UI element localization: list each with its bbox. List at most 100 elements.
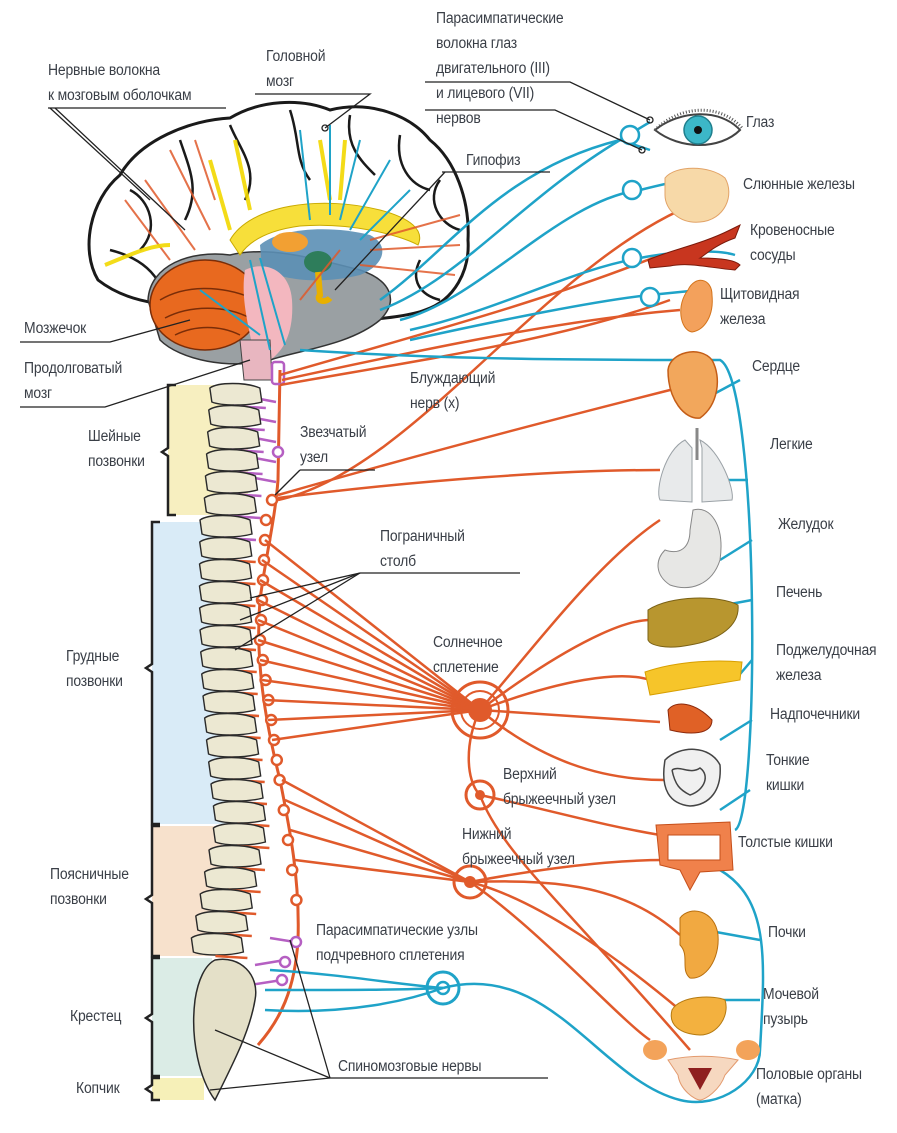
vertebra: [202, 690, 256, 714]
vertebra: [190, 932, 245, 956]
label-vagus-nerve: Блуждающий нерв (x): [410, 366, 495, 416]
label-border-column: Пограничный столб: [380, 524, 465, 574]
bladder: [670, 996, 727, 1036]
pancreas: [644, 660, 743, 696]
label-inferior-mesenteric-ganglion: Нижний брыжеечный узел: [462, 822, 575, 872]
label-line: Головной: [266, 48, 326, 65]
label-line: Парасимпатические: [436, 10, 564, 27]
chain-ganglion: [290, 893, 303, 907]
label-line: подчревного сплетения: [316, 947, 465, 964]
vertebra: [204, 470, 259, 494]
vertebra: [210, 778, 264, 802]
spine-brackets: [143, 383, 176, 1102]
label-thoracic-vertebrae: Грудные позвонки: [66, 644, 123, 694]
label-line: Щитовидная: [720, 286, 800, 303]
label-eye: Глаз: [746, 114, 775, 131]
label-sacrum: Крестец: [70, 1008, 122, 1025]
leader-dots: [321, 116, 654, 154]
label-line: Солнечное: [433, 634, 503, 651]
label-nerve-fibers-meninges: Нервные волокна к мозговым оболочкам: [48, 58, 192, 108]
vertebra: [206, 426, 261, 450]
label-line: мозг: [266, 73, 294, 90]
vertebra: [195, 910, 249, 934]
label-parasympathetic-eye-fibers: Парасимпатические волокна глаз двигатель…: [436, 6, 564, 131]
liver: [647, 597, 739, 648]
label-line: (матка): [756, 1091, 802, 1108]
vertebra: [208, 844, 262, 868]
small-intestine: [663, 748, 721, 807]
large-intestine: [655, 821, 734, 892]
vertebral-column: [190, 382, 270, 1102]
vertebra: [198, 536, 253, 560]
label-line: нервов: [436, 110, 481, 127]
eye-organ: [653, 108, 744, 146]
label-heart: Сердце: [752, 358, 800, 375]
vertebra: [199, 646, 254, 670]
label-line: Кровеносные: [750, 222, 835, 239]
lungs: [658, 428, 733, 503]
label-line: позвонки: [88, 453, 145, 470]
label-pituitary: Гипофиз: [466, 152, 521, 169]
inferior-mesenteric-node: [452, 864, 488, 900]
label-line: Парасимпатические узлы: [316, 922, 478, 939]
label-line: мозг: [24, 385, 52, 402]
label-line: двигательного (III): [436, 60, 550, 77]
label-large-intestine: Толстые кишки: [738, 834, 833, 851]
sacrum-bracket: [143, 956, 160, 1078]
vertebra: [199, 624, 253, 648]
label-line: брыжеечный узел: [462, 851, 575, 868]
label-line: Половые органы: [756, 1066, 862, 1083]
label-blood-vessels: Кровеносные сосуды: [750, 218, 835, 268]
chain-ganglion: [265, 493, 279, 507]
vertebra: [203, 712, 258, 736]
vertebra: [198, 602, 253, 626]
label-line: узел: [300, 449, 328, 466]
label-adrenals: Надпочечники: [770, 706, 861, 723]
brain: [87, 101, 470, 381]
vertebra: [200, 668, 255, 692]
label-cerebellum: Мозжечок: [24, 320, 87, 337]
label-bladder: Мочевой пузырь: [763, 982, 819, 1032]
label-kidneys: Почки: [768, 924, 806, 941]
salivary-gland: [664, 167, 730, 223]
medulla: [239, 339, 273, 381]
vertebra: [207, 404, 262, 428]
label-thyroid: Щитовидная железа: [720, 282, 800, 332]
label-line: Нижний: [462, 826, 512, 843]
thyroid: [680, 280, 713, 333]
stomach: [657, 508, 722, 589]
vertebra: [205, 734, 260, 758]
label-spinal-nerves: Спиномозговые нервы: [338, 1058, 482, 1075]
parasympathetic-ganglia: [619, 124, 661, 308]
label-line: Верхний: [503, 766, 557, 783]
label-lungs: Легкие: [770, 436, 813, 453]
cervical-bracket: [159, 383, 176, 517]
label-line: Поясничные: [50, 866, 129, 883]
label-line: столб: [380, 553, 416, 570]
label-line: Пограничный: [380, 528, 465, 545]
organs: [643, 108, 760, 1101]
lumbar-bracket: [143, 824, 160, 958]
vertebra: [209, 382, 263, 406]
label-line: пузырь: [763, 1011, 808, 1028]
adrenals: [667, 703, 713, 734]
label-brain: Головной мозг: [266, 44, 326, 94]
label-superior-mesenteric-ganglion: Верхний брыжеечный узел: [503, 762, 616, 812]
leader-lines: [20, 81, 651, 1091]
label-line: брыжеечный узел: [503, 791, 616, 808]
solar-plexus-node: [450, 680, 510, 740]
label-line: Блуждающий: [410, 370, 496, 387]
vertebra: [199, 888, 253, 912]
label-line: Звезчатый: [300, 424, 367, 441]
label-line: сплетение: [433, 659, 499, 676]
label-line: Шейные: [88, 428, 141, 445]
vertebra: [199, 514, 253, 538]
label-hypogastric-plexus-ganglia: Парасимпатические узлы подчревного сплет…: [316, 918, 478, 968]
vertebra: [203, 492, 258, 516]
vertebra: [198, 558, 253, 582]
thoracic-bracket: [143, 520, 160, 826]
label-line: волокна глаз: [436, 35, 517, 52]
label-salivary-glands: Слюнные железы: [743, 176, 855, 193]
uterus: [643, 1040, 760, 1101]
